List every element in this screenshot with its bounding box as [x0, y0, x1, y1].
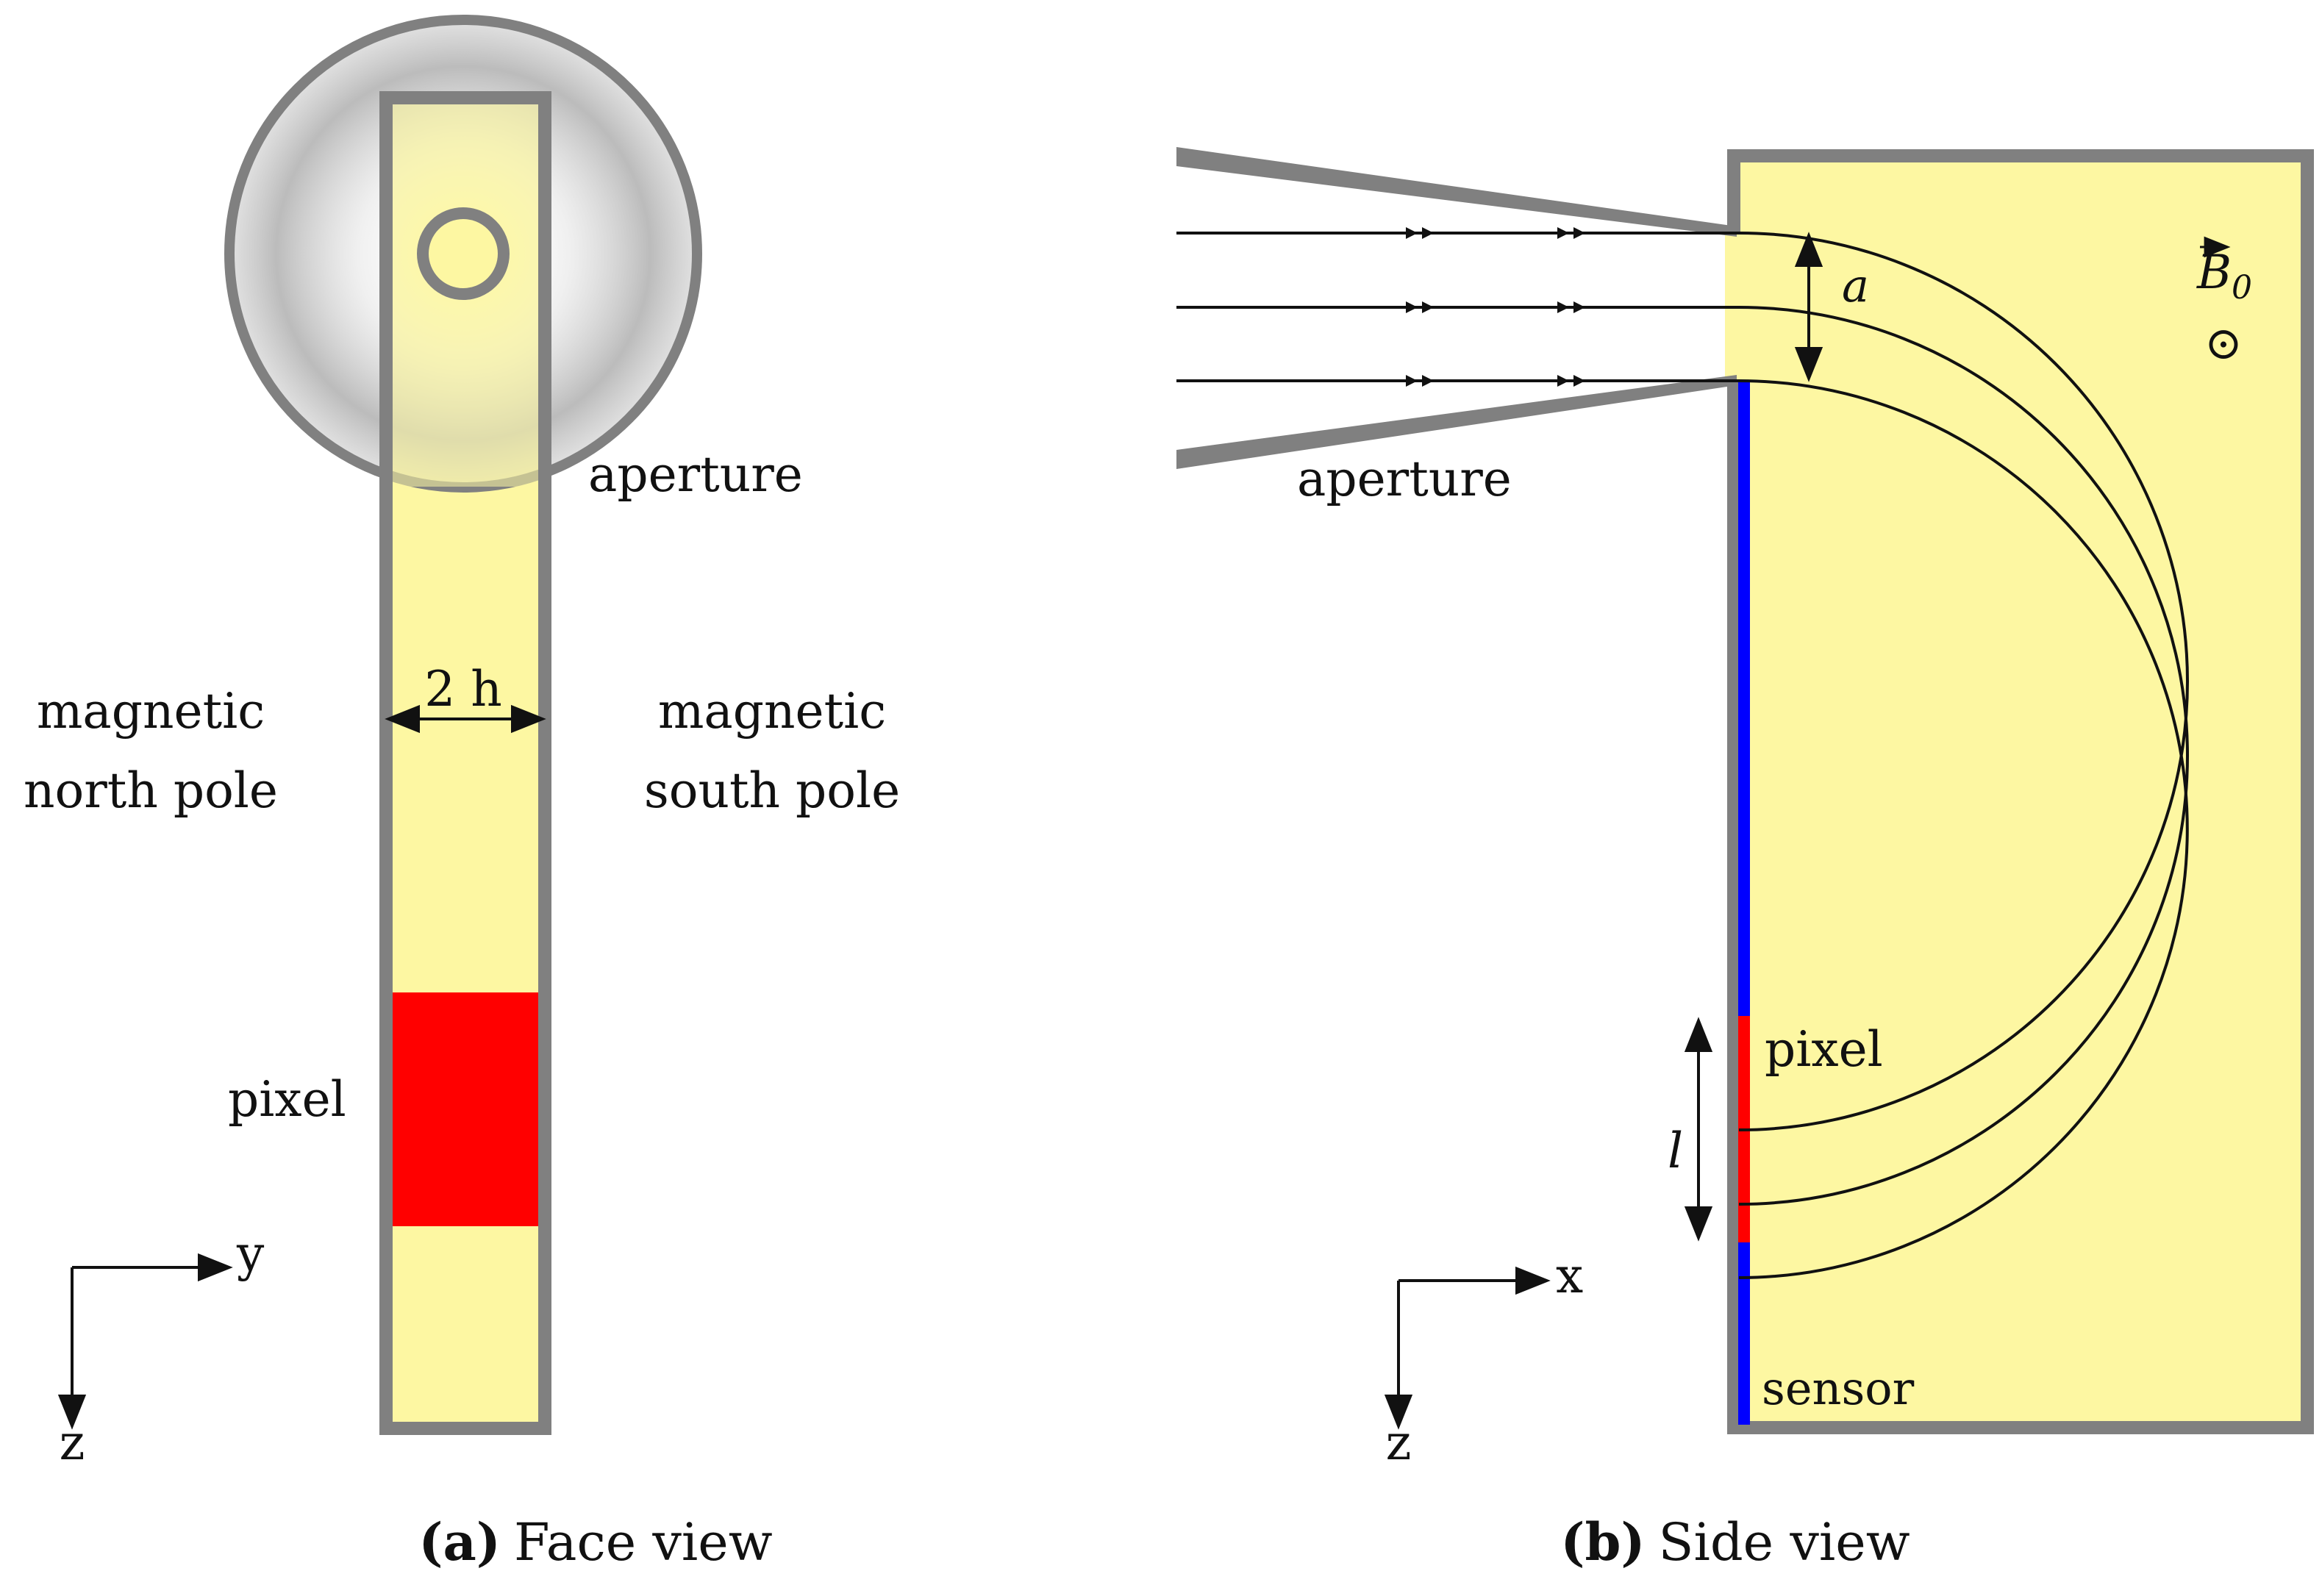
- side-axes: x z: [1384, 1248, 1583, 1471]
- side-view-panel: a l B0 ⊙ aperture pixel sensor x z (b)Si…: [1176, 147, 2314, 1572]
- side-axis-z-label: z: [1386, 1414, 1412, 1471]
- face-aperture-ring: [224, 15, 702, 493]
- side-aperture-plate-top: [1176, 147, 1737, 237]
- face-axis-y-label: y: [236, 1225, 265, 1282]
- face-pixel-label: pixel: [228, 1071, 346, 1128]
- face-width-label: 2 h: [424, 661, 501, 718]
- face-caption: (a)Face view: [418, 1511, 772, 1572]
- face-aperture-label: aperture: [588, 446, 803, 503]
- face-pixel: [393, 992, 538, 1226]
- side-sensor-strip: [1738, 382, 1750, 1425]
- side-beam-arrows: [1406, 227, 1585, 387]
- side-pixel-length-label: l: [1668, 1123, 1683, 1179]
- face-north-pole-label-1: magnetic: [37, 683, 265, 740]
- side-incoming-beams: [1176, 232, 1739, 382]
- side-aperture-label: aperture: [1297, 451, 1512, 507]
- face-axes: y z: [57, 1225, 265, 1471]
- side-aperture-width-label: a: [1842, 259, 1869, 312]
- side-trajectories: [1738, 232, 2189, 1279]
- side-pixel-label: pixel: [1765, 1021, 1883, 1078]
- face-view-panel: aperture 2 h magnetic north pole magneti…: [24, 15, 900, 1572]
- side-sensor-label: sensor: [1762, 1361, 1915, 1415]
- face-south-pole-label-2: south pole: [644, 762, 900, 819]
- face-north-pole-label-2: north pole: [24, 762, 278, 819]
- face-axis-z-label: z: [60, 1414, 85, 1471]
- face-south-pole-label-1: magnetic: [658, 683, 886, 740]
- trajectory-3: [1738, 379, 2189, 1279]
- side-aperture-plate-bottom: [1176, 375, 1737, 469]
- side-field-label: B0 ⊙: [2196, 236, 2252, 370]
- side-chamber: [1727, 149, 2314, 1434]
- face-aperture-hole: [417, 207, 510, 300]
- trajectory-2: [1738, 306, 2189, 1206]
- trajectory-1: [1738, 232, 2189, 1131]
- side-caption: (b)Side view: [1560, 1511, 1910, 1572]
- side-axis-x-label: x: [1556, 1248, 1583, 1304]
- field-out-of-page-symbol: ⊙: [2204, 316, 2243, 370]
